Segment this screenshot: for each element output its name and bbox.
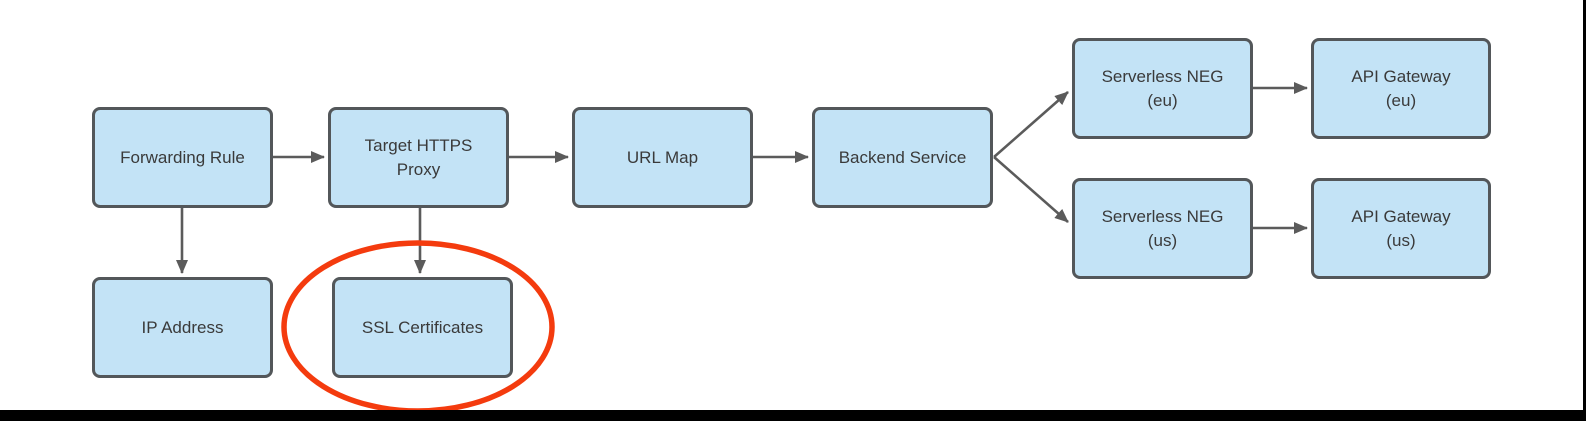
arrow-backend-service-to-serverless-neg-us xyxy=(993,156,1069,223)
node-label: API Gateway (eu) xyxy=(1351,66,1451,110)
node-api-gateway-us: API Gateway (us) xyxy=(1311,178,1491,279)
node-ip-address: IP Address xyxy=(92,277,273,378)
node-label: Serverless NEG (us) xyxy=(1101,206,1224,250)
node-label: Forwarding Rule xyxy=(120,147,245,167)
node-label: Target HTTPS Proxy xyxy=(364,135,473,179)
node-label: SSL Certificates xyxy=(361,317,484,337)
node-label: Backend Service xyxy=(838,147,967,167)
node-label: IP Address xyxy=(141,317,224,337)
node-serverless-neg-us: Serverless NEG (us) xyxy=(1072,178,1253,279)
node-label: Serverless NEG (eu) xyxy=(1101,66,1224,110)
node-api-gateway-eu: API Gateway (eu) xyxy=(1311,38,1491,139)
node-label: URL Map xyxy=(626,147,699,167)
node-url-map: URL Map xyxy=(572,107,753,208)
node-ssl-certificates: SSL Certificates xyxy=(332,277,513,378)
right-edge-border xyxy=(1583,0,1586,421)
bottom-bar xyxy=(0,410,1586,421)
node-backend-service: Backend Service xyxy=(812,107,993,208)
node-forwarding-rule: Forwarding Rule xyxy=(92,107,273,208)
node-label: API Gateway (us) xyxy=(1351,206,1451,250)
node-serverless-neg-eu: Serverless NEG (eu) xyxy=(1072,38,1253,139)
arrow-backend-service-to-serverless-neg-eu xyxy=(993,91,1069,158)
node-target-https-proxy: Target HTTPS Proxy xyxy=(328,107,509,208)
